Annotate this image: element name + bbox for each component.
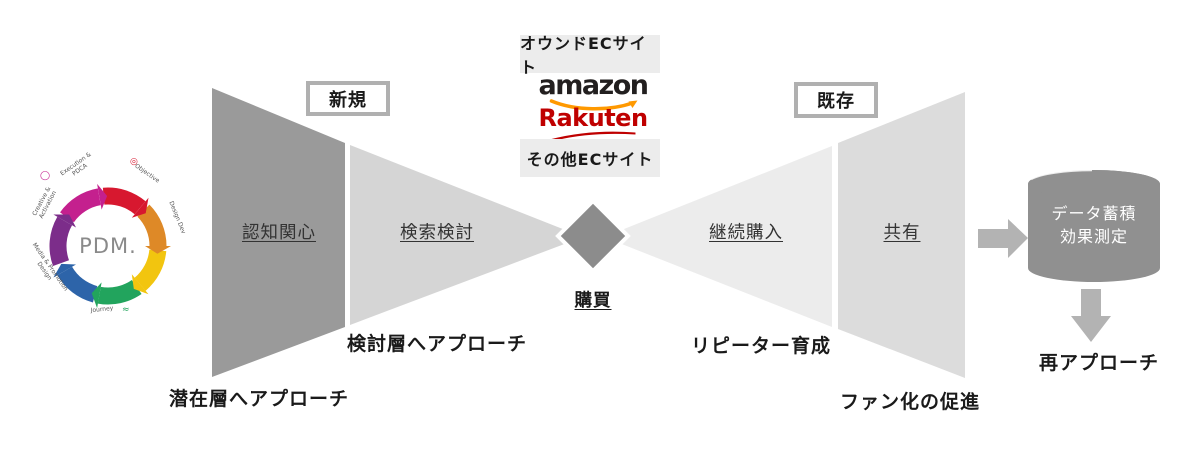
logo-segment-arrowhead bbox=[131, 197, 149, 218]
stage-label-awareness: 認知関心 bbox=[242, 223, 316, 243]
database-cylinder-icon bbox=[1028, 170, 1160, 282]
approach-label-fan-promotion: ファン化の促進 bbox=[839, 391, 981, 413]
logo-segment-arc bbox=[60, 188, 102, 223]
stage-label-share: 共有 bbox=[883, 223, 921, 243]
approach-label-consideration: 検討層へアプローチ bbox=[346, 333, 528, 355]
approach-label-potential: 潜在層へアプローチ bbox=[168, 388, 350, 410]
badge-existing: 既存 bbox=[794, 82, 878, 118]
stage-search-shape bbox=[350, 145, 583, 325]
logo-segment-arrowhead bbox=[97, 183, 108, 210]
channel-box-other-ec: その他ECサイト bbox=[520, 139, 660, 177]
logo-segment-arc bbox=[102, 187, 146, 215]
stage-label-repeat-purchase: 継続購入 bbox=[709, 223, 783, 243]
pdm-wordmark: PDM. bbox=[79, 234, 137, 258]
logo-segment-arc bbox=[49, 216, 73, 267]
reapproach-down-arrow-icon bbox=[1071, 289, 1111, 342]
ring-icon: ◯ bbox=[40, 171, 51, 181]
logo-segment-arc bbox=[57, 266, 98, 303]
stage-repeat-shape bbox=[604, 146, 832, 327]
stage-label-search: 検索検討 bbox=[400, 223, 474, 243]
rakuten-logo: Rakuten bbox=[538, 104, 648, 140]
pdm-logo-ring bbox=[49, 183, 171, 309]
database-label: データ蓄積 効果測定 bbox=[1028, 202, 1160, 248]
purchase-diamond-shape bbox=[555, 198, 631, 274]
rakuten-swoosh-icon bbox=[551, 131, 635, 140]
stage-share-shape bbox=[838, 92, 965, 378]
logo-segment-arrowhead bbox=[53, 263, 76, 278]
reapproach-label: 再アプローチ bbox=[1038, 352, 1160, 374]
database-label-line2: 効果測定 bbox=[1059, 227, 1128, 247]
squiggle-icon: ≈ bbox=[122, 305, 130, 315]
badge-new: 新規 bbox=[306, 81, 390, 116]
rakuten-wordmark: Rakuten bbox=[538, 104, 648, 132]
to-database-arrow-icon bbox=[978, 219, 1028, 258]
pdm-logo: PDM. Execution & PDCA Objective Design D… bbox=[28, 151, 188, 330]
target-icon: ◎ bbox=[130, 157, 138, 167]
cylinder-highlight bbox=[1030, 168, 1093, 181]
logo-segment-arrowhead bbox=[131, 274, 149, 295]
amazon-logo: amazon bbox=[538, 70, 649, 112]
database-label-line1: データ蓄積 bbox=[1051, 204, 1137, 223]
logo-segment-arrowhead bbox=[145, 246, 171, 254]
logo-segment-arrowhead bbox=[91, 282, 102, 309]
amazon-smile-icon bbox=[549, 99, 637, 111]
logo-segment-arc bbox=[97, 279, 142, 305]
stage-label-purchase: 購買 bbox=[574, 291, 612, 311]
channel-box-owned-ec: オウンドECサイト bbox=[520, 34, 660, 77]
approach-label-repeater: リピーター育成 bbox=[690, 335, 832, 357]
stage-awareness-shape bbox=[212, 88, 345, 377]
database-cylinder-top bbox=[1028, 170, 1160, 198]
amazon-wordmark: amazon bbox=[538, 70, 649, 101]
